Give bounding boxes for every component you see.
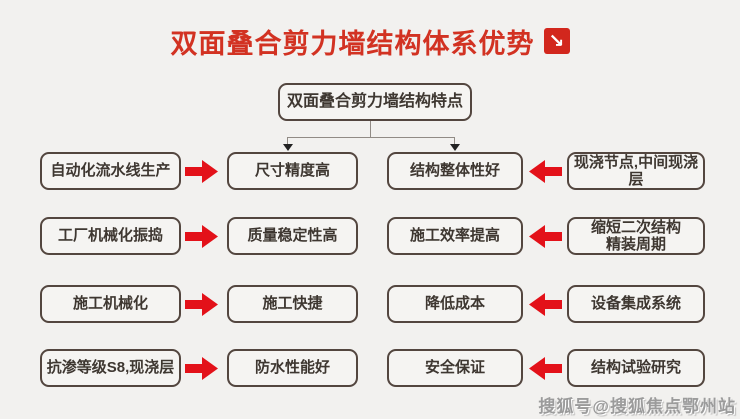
node-right-inner: 安全保证 bbox=[387, 349, 523, 387]
arrow-right-icon bbox=[185, 292, 219, 317]
connector-line bbox=[454, 137, 455, 144]
node-left-inner: 尺寸精度高 bbox=[227, 152, 358, 190]
node-left-outer: 抗渗等级S8,现浇层 bbox=[40, 349, 181, 387]
page-title: 双面叠合剪力墙结构体系优势 ↘ bbox=[0, 22, 740, 60]
node-right-outer: 现浇节点,中间现浇层 bbox=[567, 152, 705, 190]
arrow-left-icon bbox=[528, 356, 562, 381]
arrow-right-icon bbox=[185, 159, 219, 184]
connector-arrowhead-down-icon bbox=[450, 144, 460, 151]
node-right-inner: 施工效率提高 bbox=[387, 217, 523, 255]
node-right-inner: 降低成本 bbox=[387, 285, 523, 323]
node-left-inner: 质量稳定性高 bbox=[227, 217, 358, 255]
arrow-left-icon bbox=[528, 159, 562, 184]
node-right-inner: 结构整体性好 bbox=[387, 152, 523, 190]
page-title-text: 双面叠合剪力墙结构体系优势 bbox=[170, 28, 535, 59]
root-node: 双面叠合剪力墙结构特点 bbox=[278, 83, 472, 121]
watermark: 搜狐号@搜狐焦点鄂州站 bbox=[538, 397, 736, 416]
arrow-down-right-icon: ↘ bbox=[543, 28, 570, 54]
node-right-outer: 设备集成系统 bbox=[567, 285, 705, 323]
connector-line bbox=[287, 137, 455, 138]
arrow-left-icon bbox=[528, 224, 562, 249]
node-left-outer: 工厂机械化振捣 bbox=[40, 217, 181, 255]
node-right-outer: 结构试验研究 bbox=[567, 349, 705, 387]
node-right-outer: 缩短二次结构 精装周期 bbox=[567, 217, 705, 255]
connector-arrowhead-down-icon bbox=[283, 144, 293, 151]
node-left-outer: 施工机械化 bbox=[40, 285, 181, 323]
node-left-inner: 防水性能好 bbox=[227, 349, 358, 387]
connector-line bbox=[287, 137, 288, 144]
node-left-outer: 自动化流水线生产 bbox=[40, 152, 181, 190]
arrow-left-icon bbox=[528, 292, 562, 317]
arrow-right-icon bbox=[185, 224, 219, 249]
arrow-right-icon bbox=[185, 356, 219, 381]
node-left-inner: 施工快捷 bbox=[227, 285, 358, 323]
connector-line bbox=[370, 121, 371, 137]
